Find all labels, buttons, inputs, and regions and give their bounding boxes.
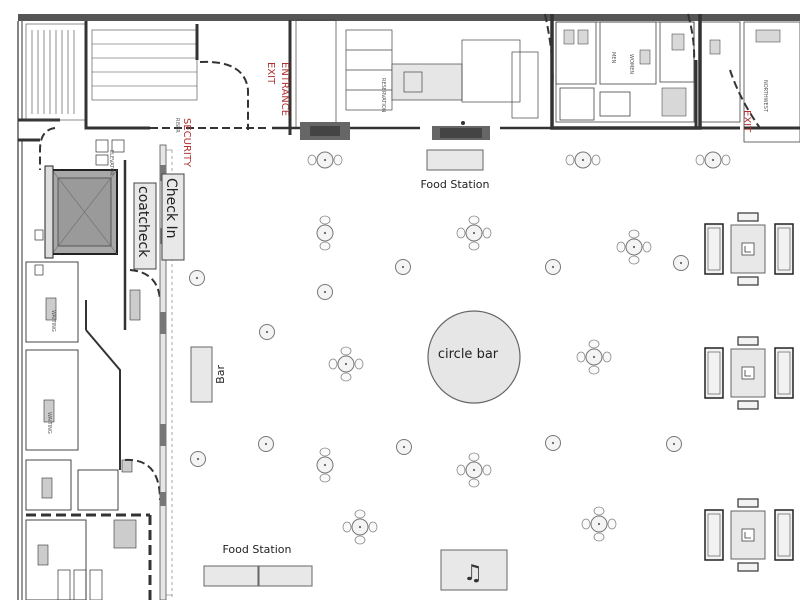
cocktail-table	[395, 259, 411, 275]
svg-text:WAITING: WAITING	[46, 412, 52, 434]
four-top-table	[456, 215, 492, 251]
food-station-bottom: Food Station	[203, 543, 313, 587]
circle-bar: circle bar	[427, 310, 521, 404]
exit-sign-right: EXIT	[741, 110, 752, 133]
bar: Bar	[190, 346, 227, 403]
svg-text:RESERVATION: RESERVATION	[380, 78, 386, 113]
cocktail-table	[666, 436, 682, 452]
cocktail-table	[545, 435, 561, 451]
food-station-top-label: Food Station	[421, 178, 490, 191]
cocktail-tables	[189, 151, 731, 545]
cocktail-table	[258, 436, 274, 452]
signage: ENTRANCE EXIT SECURITY EXIT	[181, 62, 752, 168]
bar-label: Bar	[214, 365, 227, 384]
four-top-table	[342, 509, 378, 545]
security-sign: SECURITY	[181, 118, 192, 168]
coatcheck-station: coatcheck	[133, 182, 157, 270]
table-with-chairs	[316, 215, 334, 251]
four-top-table	[456, 452, 492, 488]
exit-sign: EXIT	[265, 62, 276, 85]
svg-text:ELEVATOR: ELEVATOR	[108, 150, 114, 176]
dj-booth: ♫	[440, 549, 508, 591]
lounge-seating-3	[704, 498, 794, 572]
cocktail-table	[396, 439, 412, 455]
four-top-table	[328, 346, 364, 382]
check-in-label: Check In	[163, 178, 179, 239]
table-with-chairs	[565, 151, 601, 169]
svg-text:WOMEN: WOMEN	[628, 54, 634, 74]
cocktail-table	[189, 270, 205, 286]
svg-text:NORTHWEST: NORTHWEST	[762, 80, 768, 113]
cocktail-table	[259, 324, 275, 340]
entrance-sign: ENTRANCE	[279, 62, 290, 116]
table-with-chairs	[695, 151, 731, 169]
check-in-station: Check In	[161, 173, 185, 261]
food-station-top: Food Station	[421, 149, 490, 191]
cocktail-table	[190, 451, 206, 467]
lounge-seating-2	[704, 336, 794, 410]
cocktail-table	[545, 259, 561, 275]
svg-text:WAITING: WAITING	[50, 310, 56, 332]
four-top-table	[581, 506, 617, 542]
table-with-chairs	[316, 447, 334, 483]
cocktail-table	[673, 255, 689, 271]
svg-text:RISER: RISER	[174, 118, 180, 133]
coatcheck-label: coatcheck	[135, 186, 151, 258]
table-with-chairs	[307, 151, 343, 169]
four-top-table	[576, 339, 612, 375]
cocktail-table	[317, 284, 333, 300]
music-icon: ♫	[463, 561, 483, 586]
svg-text:MEN: MEN	[610, 52, 616, 63]
circle-bar-label: circle bar	[438, 347, 499, 362]
four-top-table	[616, 229, 652, 265]
food-station-bottom-label: Food Station	[223, 543, 292, 556]
lounge-seating-1	[704, 212, 794, 286]
